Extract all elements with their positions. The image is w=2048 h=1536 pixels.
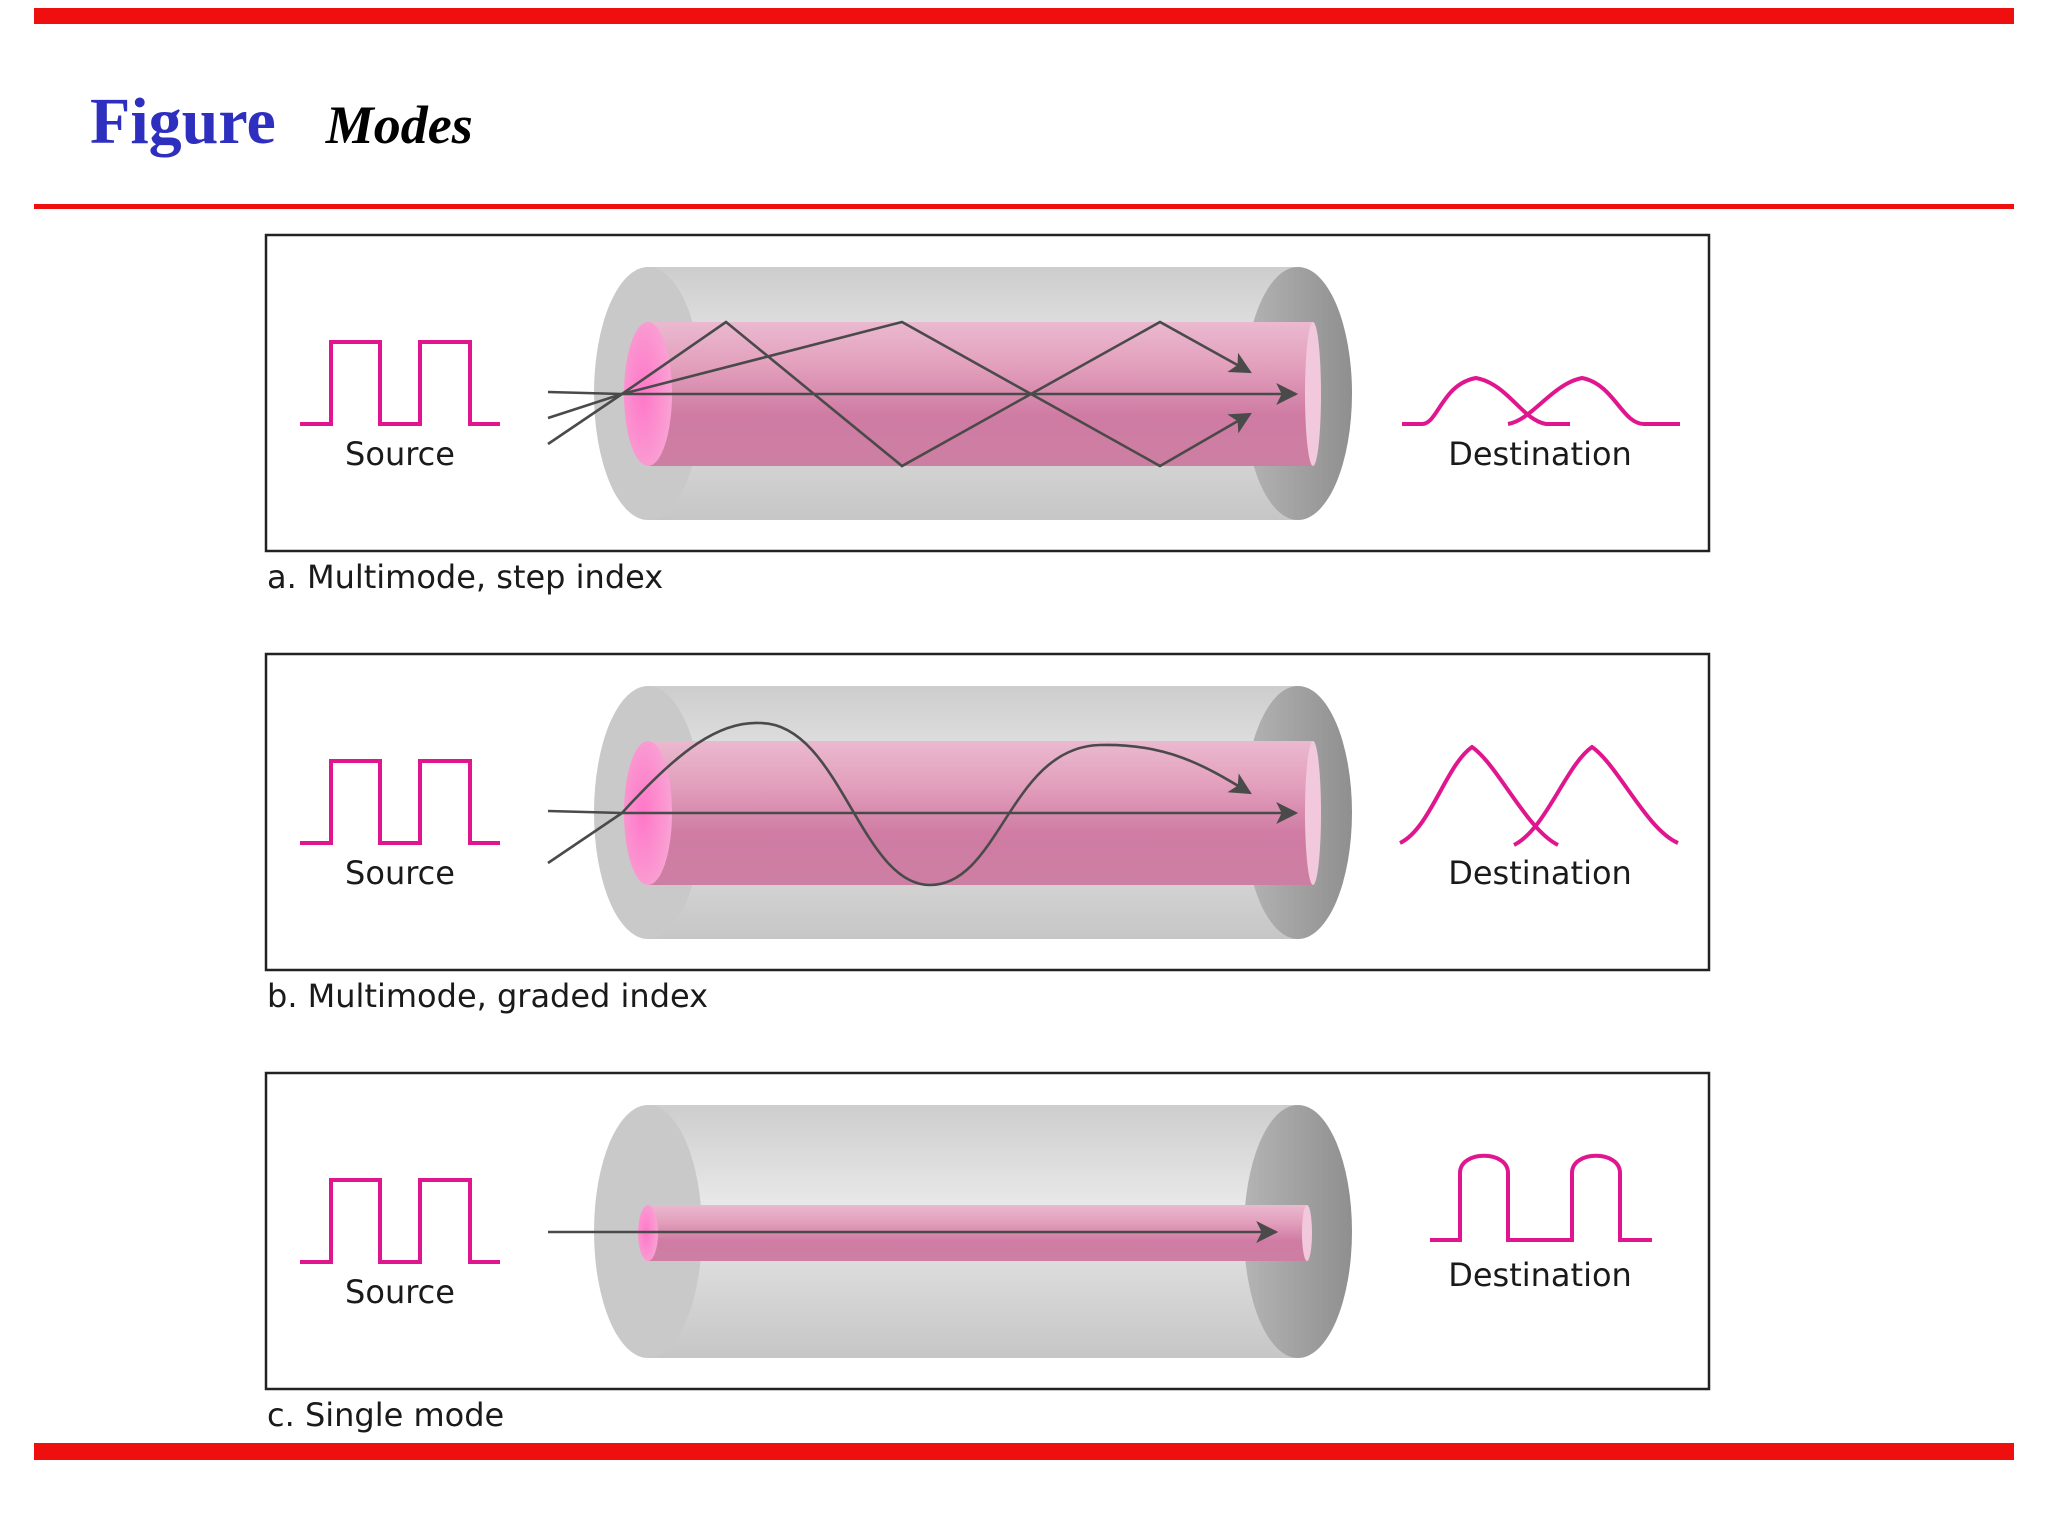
destination-pulse-1 xyxy=(1402,375,1570,426)
destination-label: Destination xyxy=(1448,854,1632,892)
title-prefix: Figure xyxy=(90,85,276,158)
fiber-core-exit xyxy=(1302,1205,1312,1261)
title-underline-rule xyxy=(34,204,2014,209)
ray-incoming xyxy=(547,809,623,815)
ray-low-mode xyxy=(621,320,1252,468)
ray-incoming xyxy=(547,392,623,420)
light-rays xyxy=(547,320,1299,468)
source-label: Source xyxy=(345,1273,455,1311)
title-name: Modes xyxy=(325,95,473,155)
destination-signal: Destination xyxy=(1399,744,1679,892)
destination-pulse-2 xyxy=(1513,744,1679,847)
source-signal: Source xyxy=(300,759,500,892)
source-pulse-train xyxy=(300,340,500,426)
source-pulse-train xyxy=(300,1178,500,1264)
bottom-rule xyxy=(34,1443,2014,1460)
panel-caption: a. Multimode, step index xyxy=(267,558,663,596)
ray-steep-mode xyxy=(621,320,1252,468)
ray-incoming xyxy=(547,811,623,865)
ray-incoming xyxy=(547,390,623,396)
slide-title: Figure Modes xyxy=(90,84,473,174)
destination-signal: Destination xyxy=(1430,1153,1652,1294)
panel-single-mode: Source Destination c. Single mode xyxy=(264,1071,1711,1434)
panel-multimode-graded-index: Source Destination b. Multimode, graded … xyxy=(264,652,1711,1015)
panel-caption: c. Single mode xyxy=(267,1396,504,1434)
source-pulse-train xyxy=(300,759,500,845)
ray-incoming xyxy=(547,392,623,446)
fiber-core-exit xyxy=(1305,322,1321,466)
fiber-core-exit xyxy=(1305,741,1321,885)
destination-label: Destination xyxy=(1448,1256,1632,1294)
source-signal: Source xyxy=(300,340,500,473)
panel-multimode-step-index: Source Destination a. Multimode, step in… xyxy=(264,233,1711,596)
destination-pulse-1 xyxy=(1399,744,1559,847)
top-rule xyxy=(34,8,2014,24)
destination-pulse-2 xyxy=(1507,375,1680,426)
source-label: Source xyxy=(345,854,455,892)
ray-curved-mode xyxy=(621,721,1252,887)
source-label: Source xyxy=(345,435,455,473)
source-signal: Source xyxy=(300,1178,500,1311)
destination-label: Destination xyxy=(1448,435,1632,473)
destination-signal: Destination xyxy=(1402,375,1680,473)
light-rays xyxy=(547,721,1299,887)
destination-pulse-train xyxy=(1430,1153,1652,1242)
panel-caption: b. Multimode, graded index xyxy=(267,977,708,1015)
